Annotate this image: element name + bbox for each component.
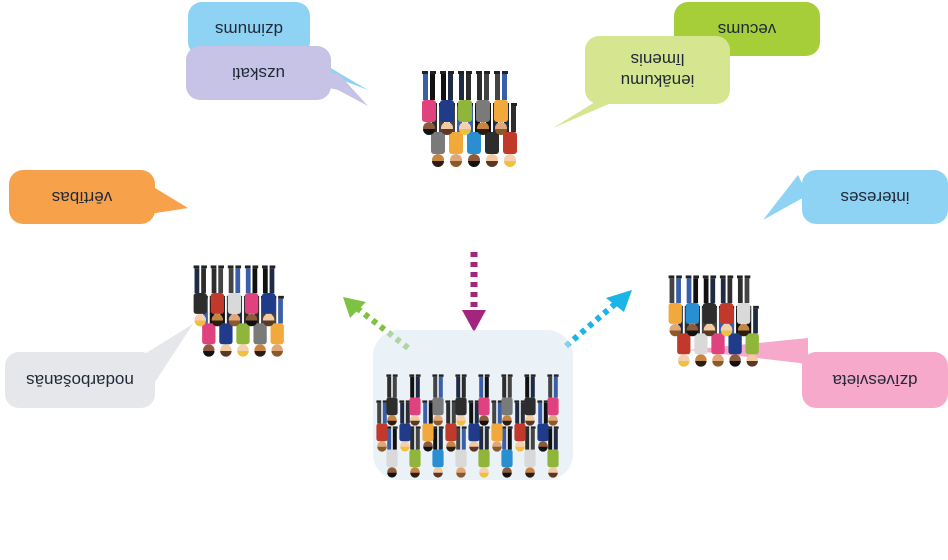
bubble-label-nodarbosanas: nodarbošanās (26, 370, 134, 390)
bubble-label-dzivesvieta: dzīvesvieta (832, 370, 918, 390)
bubble-label-ienakumu-line2: līmenis (630, 50, 685, 69)
arrow-left-head (606, 290, 632, 312)
arrow-left (564, 295, 624, 349)
bubble-dzivesvieta: dzīvesvieta (802, 352, 948, 408)
bubble-intereses: intereses (802, 170, 948, 224)
crowd-group-icon (373, 330, 573, 480)
segment-group-top-icon (422, 71, 517, 167)
bubble-nodarbosanas: nodarbošanās (5, 352, 155, 408)
bubble-vertibas: vērtības (9, 170, 155, 224)
bubble-uzskati: uzskati (186, 46, 331, 100)
tail-intereses (763, 175, 808, 220)
bubble-label-intereses: intereses (840, 187, 910, 207)
bubble-label-ienakumu-line1: ienākumu (620, 71, 695, 91)
arrow-top-head (462, 310, 486, 332)
bubble-ienakumu: ienākumu līmenis (585, 36, 730, 104)
bubble-label-vertibas: vērtības (51, 187, 113, 207)
segment-group-right-icon (193, 265, 284, 357)
segment-group-left-icon (668, 275, 759, 367)
arrow-right-head (343, 297, 366, 318)
bubble-label-vecums: vecums (717, 19, 777, 39)
tail-nodarbosanas (143, 324, 193, 382)
bubble-label-uzskati: uzskati (232, 63, 285, 83)
bubble-label-dzimums: dzimums (215, 19, 284, 39)
